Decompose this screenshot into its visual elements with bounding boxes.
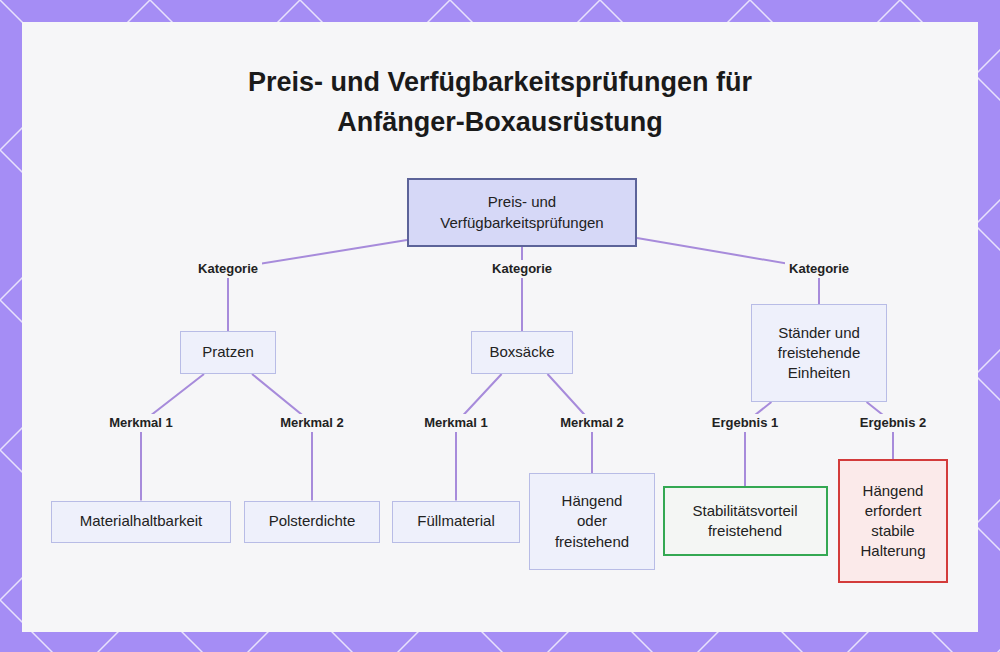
node-text: Hängend oder freistehend <box>548 491 636 552</box>
feature-box: Füllmaterial <box>392 501 520 543</box>
node-text: Hängend erfordert stabile Halterung <box>850 481 936 562</box>
feature-box: Materialhaltbarkeit <box>51 501 231 543</box>
edge-label: Kategorie <box>785 260 853 278</box>
panel <box>22 22 978 632</box>
connector <box>228 240 407 331</box>
edge-label: Merkmal 2 <box>556 414 628 432</box>
category-box: Ständer und freistehende Einheiten <box>751 304 887 402</box>
node-text: Boxsäcke <box>489 342 554 362</box>
edge-label: Kategorie <box>488 260 556 278</box>
node-text: Ständer und freistehende Einheiten <box>762 323 876 384</box>
category-box: Boxsäcke <box>471 331 573 374</box>
feature-box: Polsterdichte <box>244 501 380 543</box>
node-text: Stabilitätsvorteil freistehend <box>675 501 816 542</box>
edge-label: Kategorie <box>194 260 262 278</box>
connector <box>456 374 502 501</box>
feature-box: Hängend oder freistehend <box>529 473 655 570</box>
edge-label: Ergebnis 2 <box>856 414 930 432</box>
node-text: Füllmaterial <box>417 511 495 531</box>
category-box: Pratzen <box>180 331 276 374</box>
node-text: Materialhaltbarkeit <box>80 511 203 531</box>
edge-label: Merkmal 2 <box>276 414 348 432</box>
edge-label: Ergebnis 1 <box>708 414 782 432</box>
connector <box>141 374 204 501</box>
node-text: Preis- und Verfügbarkeitsprüfungen <box>419 192 625 233</box>
diagram-title: Preis- und Verfügbarkeitsprüfungen für A… <box>220 62 780 142</box>
node-text: Pratzen <box>202 342 254 362</box>
edge-label: Merkmal 1 <box>420 414 492 432</box>
node-text: Polsterdichte <box>269 511 356 531</box>
connector <box>252 374 312 501</box>
result-box-negative: Hängend erfordert stabile Halterung <box>838 459 948 583</box>
root-box: Preis- und Verfügbarkeitsprüfungen <box>407 178 637 247</box>
edge-label: Merkmal 1 <box>105 414 177 432</box>
result-box-positive: Stabilitätsvorteil freistehend <box>663 486 828 556</box>
